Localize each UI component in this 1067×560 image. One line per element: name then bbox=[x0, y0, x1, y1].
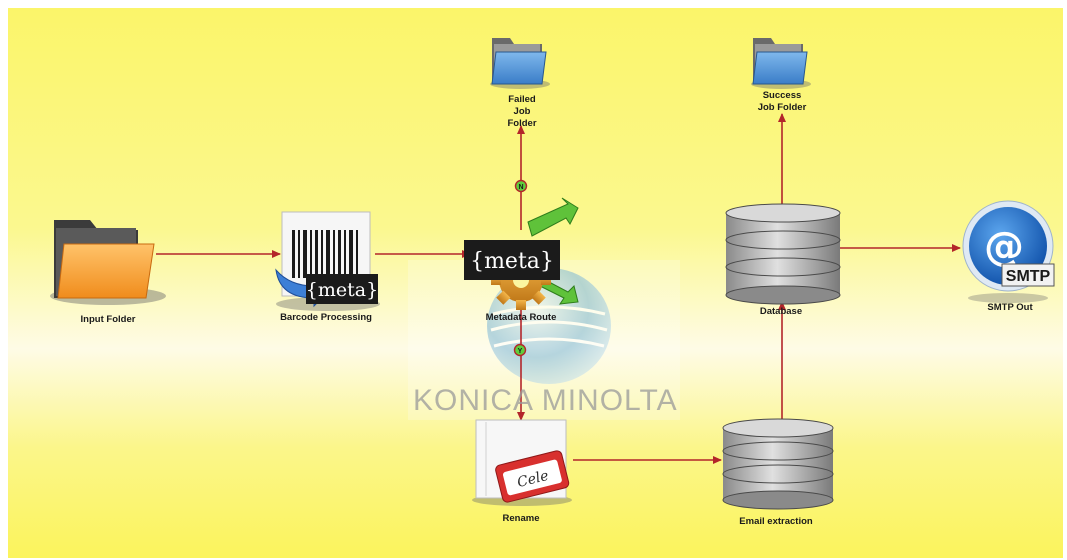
database-icon[interactable] bbox=[725, 203, 841, 305]
email-extraction-icon[interactable] bbox=[722, 418, 834, 510]
svg-text:Cele: Cele bbox=[516, 468, 551, 491]
input-folder-icon[interactable] bbox=[50, 220, 166, 305]
database-label: Database bbox=[759, 306, 803, 317]
svg-text:@: @ bbox=[984, 224, 1024, 270]
smtp-out-icon[interactable]: @ SMTP bbox=[962, 200, 1055, 303]
watermark-text: KONICA MINOLTA bbox=[413, 384, 678, 417]
failed-job-folder-icon[interactable] bbox=[490, 38, 550, 89]
connectors bbox=[156, 113, 961, 464]
rename-icon[interactable]: Cele bbox=[472, 419, 572, 506]
route-marker-no[interactable]: N bbox=[514, 179, 528, 193]
svg-text:SMTP: SMTP bbox=[1006, 268, 1051, 285]
barcode-processing-label: Barcode Processing bbox=[280, 312, 372, 323]
metadata-route-icon[interactable]: {meta} bbox=[464, 197, 579, 310]
metadata-route-label: Metadata Route bbox=[485, 312, 557, 323]
svg-text:{meta}: {meta} bbox=[306, 279, 378, 301]
workflow-diagram: N Y {meta} bbox=[50, 38, 1055, 510]
workflow-canvas: N Y {meta} bbox=[8, 8, 1063, 558]
svg-text:Y: Y bbox=[518, 348, 523, 355]
failed-job-folder-label: Failed Job Folder bbox=[507, 94, 537, 129]
smtp-out-label: SMTP Out bbox=[987, 302, 1033, 313]
email-extraction-label: Email extraction bbox=[739, 516, 813, 527]
barcode-processing-icon[interactable]: {meta} bbox=[275, 211, 380, 311]
success-job-folder-label: Success Job Folder bbox=[757, 90, 807, 113]
svg-text:N: N bbox=[518, 184, 523, 191]
input-folder-label: Input Folder bbox=[80, 314, 136, 325]
success-job-folder-icon[interactable] bbox=[751, 38, 811, 89]
route-marker-yes[interactable]: Y bbox=[513, 343, 527, 357]
rename-label: Rename bbox=[502, 513, 540, 524]
svg-text:{meta}: {meta} bbox=[470, 249, 554, 274]
